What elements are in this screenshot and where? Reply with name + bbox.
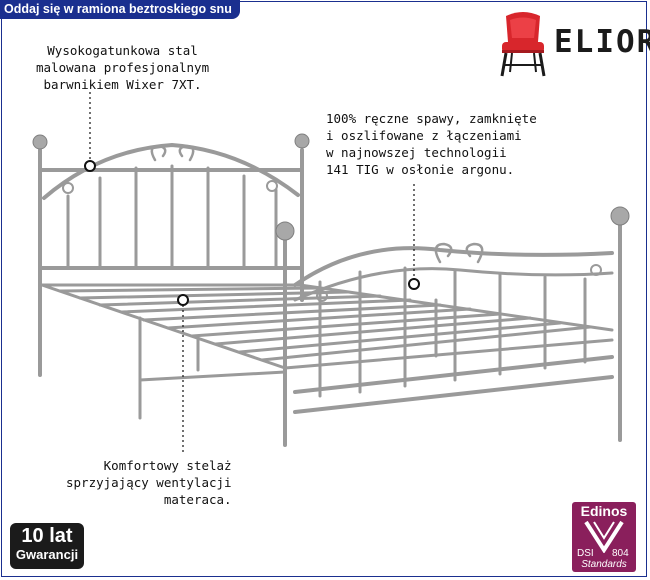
certificate-dsi: DSI (577, 548, 594, 559)
brand-logo: ELIOR (496, 10, 650, 80)
slat-base (40, 283, 614, 420)
warranty-years: 10 lat (10, 525, 84, 547)
red-chair-icon (500, 12, 546, 77)
finials (32, 133, 630, 241)
tagline: Oddaj się w ramiona beztroskiego snu (0, 0, 240, 19)
callout-steel-line-3: barwnikiem Wixer 7XT. (43, 77, 202, 92)
certificate-badge: Edinos DSI 804 Standards (572, 502, 636, 572)
callout-welds: 100% ręczne spawy, zamknięte i oszlifowa… (326, 110, 537, 178)
callout-steel-line-1: Wysokogatunkowa stal (47, 43, 198, 58)
callout-slats-line-1: Komfortowy stelaż (103, 458, 232, 473)
callout-steel: Wysokogatunkowa stal malowana profesjona… (36, 42, 209, 93)
callout-welds-line-1: 100% ręczne spawy, zamknięte (326, 111, 537, 126)
callout-welds-line-3: w najnowszej technologii (326, 145, 507, 160)
warranty-years-word: lat (49, 525, 73, 547)
certificate-name: Edinos (580, 503, 628, 519)
certificate-number: 804 (612, 548, 629, 559)
callout-welds-line-2: i oszlifowane z łączeniami (326, 128, 522, 143)
callout-pointers (89, 92, 415, 452)
callout-dots (84, 160, 420, 306)
callout-slats: Komfortowy stelaż sprzyjający wentylacji… (66, 457, 232, 508)
headboard (38, 142, 304, 377)
brand-name: ELIOR (554, 24, 650, 60)
callout-slats-line-3: materaca. (163, 492, 232, 507)
warranty-years-number: 10 (21, 525, 44, 547)
certificate-emblem-icon (584, 520, 624, 554)
callout-welds-line-4: 141 TIG w osłonie argonu. (326, 162, 515, 177)
warranty-badge: 10 lat Gwarancji (10, 523, 84, 569)
certificate-standards: Standards (581, 559, 627, 570)
callout-steel-line-2: malowana profesjonalnym (36, 60, 210, 75)
warranty-label: Gwarancji (15, 547, 79, 562)
callout-slats-line-2: sprzyjający wentylacji (66, 475, 232, 490)
footboard (283, 223, 622, 447)
